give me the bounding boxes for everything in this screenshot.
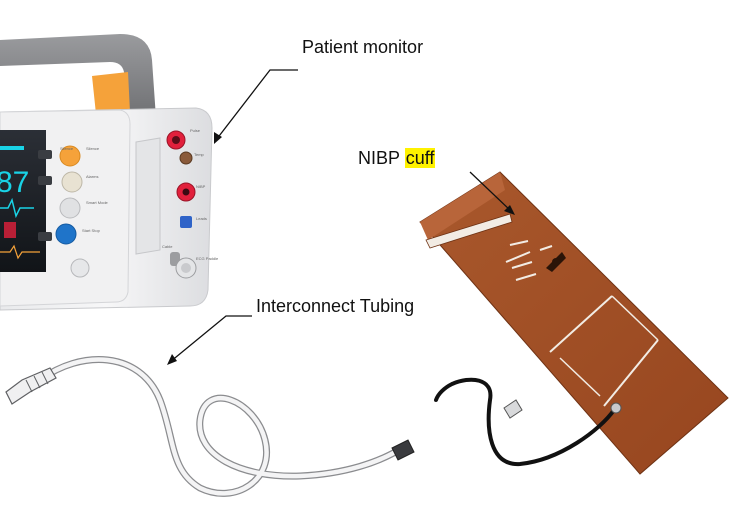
silence-button: [59, 145, 81, 167]
label-interconnect-tubing: Interconnect Tubing: [256, 296, 415, 316]
leader-patient-monitor: [215, 69, 298, 141]
button-label-start-stop: Start Stop: [82, 228, 101, 233]
screen-alarm-indicator: [4, 222, 16, 238]
patient-monitor: 87 Silence Silence Alarms Smart Mode Sta…: [0, 34, 219, 311]
cuff-label-strip: [425, 213, 513, 249]
cuff-body: [419, 171, 729, 475]
arrowhead-patient-monitor: [214, 132, 222, 144]
callout-leaders: [169, 69, 513, 363]
tubing-left-connector: [5, 367, 57, 405]
handle-orange-grip: [92, 72, 130, 114]
screen-heart-rate: 87: [0, 166, 29, 199]
side-key-1: [38, 150, 52, 159]
screen-waveform: [0, 197, 34, 219]
port-label-cable: Cable: [162, 244, 173, 249]
cuff-artery-marker: [546, 252, 566, 272]
arrowhead-nibp-cuff: [504, 205, 515, 215]
leads-port: [180, 216, 192, 228]
screen-secondary-waveform: [0, 244, 40, 260]
nibp-cuff: [419, 171, 729, 475]
cuff-fold-line-3: [611, 295, 659, 341]
port-label-temp: Temp: [194, 152, 205, 157]
button-label-alarms: Alarms: [86, 174, 98, 179]
alarms-button: [61, 171, 83, 193]
cuff-fold-line-2: [603, 339, 659, 407]
cuff-hose-port: [610, 402, 622, 414]
cuff-fold-line-1: [549, 295, 613, 353]
tubing-body: [37, 357, 405, 496]
label-patient-monitor: Patient monitor: [302, 37, 424, 57]
side-key-2: [38, 176, 52, 185]
monitor-handle: [0, 34, 156, 118]
cuff-hose: [434, 377, 616, 467]
cuff-hose-connector: [503, 399, 523, 419]
button-label-smart-mode: Smart Mode: [86, 200, 109, 205]
power-button: [70, 258, 90, 278]
label-nibp: NIBP: [358, 148, 400, 168]
leader-nibp-cuff: [469, 171, 513, 213]
interconnect-tubing: [5, 356, 415, 497]
arrowhead-interconnect-tubing: [167, 354, 177, 365]
tubing-right-connector: [391, 439, 415, 461]
connector-rib-2: [33, 375, 41, 389]
connector-rib-3: [41, 371, 49, 385]
monitor-side-recess: [135, 137, 161, 255]
cuff-top-flap: [420, 172, 505, 240]
smart-mode-button: [59, 197, 81, 219]
callout-arrowheads: [167, 132, 515, 365]
tubing-outline: [36, 356, 406, 497]
port-label-leads: Leads: [196, 216, 207, 221]
leader-interconnect-tubing: [169, 315, 252, 363]
button-label-silence-side: Silence: [86, 146, 100, 151]
side-key-3: [38, 232, 52, 241]
nibp-port-socket: [182, 188, 190, 196]
temp-port: [179, 151, 193, 165]
port-label-nibp: NIBP: [196, 184, 206, 189]
connector-rib-1: [25, 379, 33, 393]
ecg-paddle-port-inner: [181, 263, 191, 273]
cuff-index-marks: [505, 240, 553, 281]
label-cuff-highlight: cuff: [404, 148, 436, 168]
port-label-ecg: ECG Paddle: [196, 256, 219, 261]
start-stop-button: [55, 223, 77, 245]
cuff-fold-line-4: [559, 357, 601, 397]
pulse-port-socket: [172, 136, 180, 144]
button-label-silence: Silence: [60, 146, 74, 151]
port-label-pulse: Pulse: [190, 128, 201, 133]
screen-header-bar: [0, 146, 24, 150]
label-nibp-cuff: NIBP cuff: [358, 147, 436, 169]
